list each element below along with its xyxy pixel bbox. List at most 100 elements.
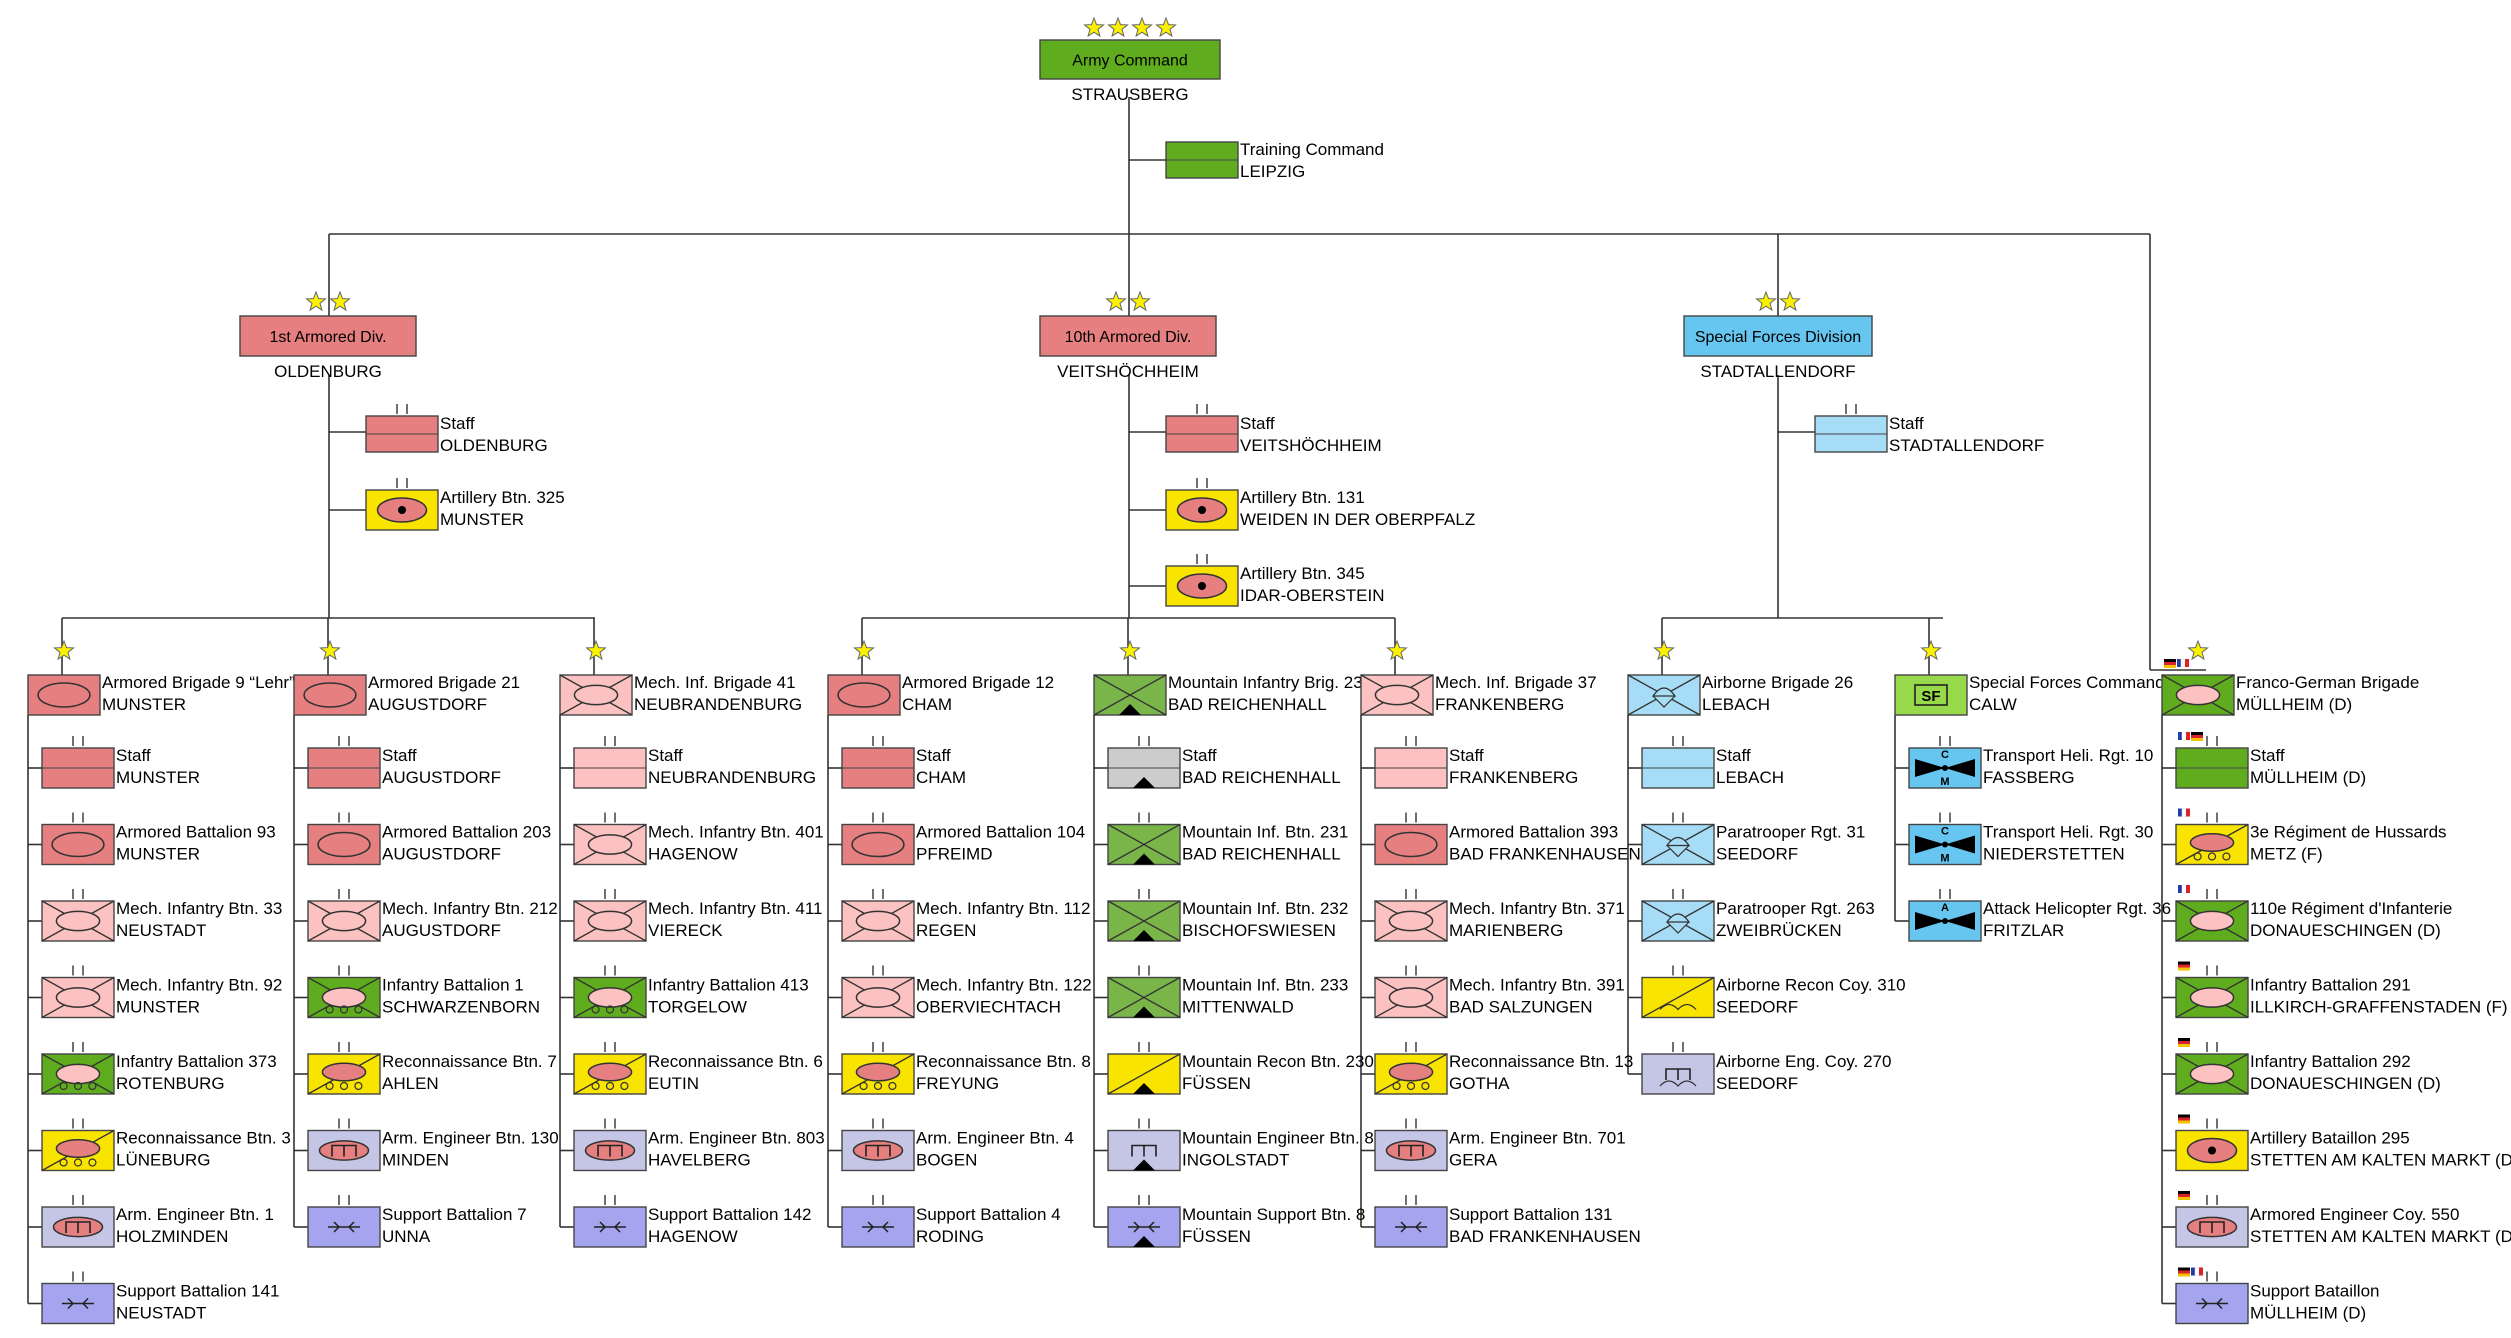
rotor-hub-icon xyxy=(1942,918,1948,924)
unit-name: Mountain Recon Btn. 230 xyxy=(1182,1052,1374,1071)
flag-germany-icon xyxy=(2178,1191,2190,1194)
flag-france-icon xyxy=(2181,731,2187,741)
flag-germany-icon xyxy=(2178,1270,2190,1274)
armor-oval-icon xyxy=(837,682,891,708)
unit-location: BAD REICHENHALL xyxy=(1182,768,1341,787)
wheel-icon xyxy=(2207,852,2217,861)
armor-oval-icon xyxy=(55,1063,101,1085)
unit-location: MUNSTER xyxy=(440,510,524,529)
flag-france-icon xyxy=(2199,1267,2203,1276)
artillery-dot-icon xyxy=(398,506,406,514)
flag-france-icon xyxy=(2185,659,2189,667)
unit-name: Franco-German Brigade xyxy=(2236,673,2419,692)
hq-location: STRAUSBERG xyxy=(1071,85,1188,104)
unit-location: STADTALLENDORF xyxy=(1889,436,2044,455)
unit-name: Arm. Engineer Btn. 803 xyxy=(648,1129,825,1148)
unit-name: Special Forces Command xyxy=(1969,673,2165,692)
armor-oval-icon xyxy=(2189,987,2235,1008)
unit-location: TORGELOW xyxy=(648,998,747,1017)
flag-france-icon xyxy=(2178,808,2182,817)
armor-oval-icon xyxy=(851,831,905,858)
unit-name: Mech. Infantry Btn. 411 xyxy=(648,899,823,918)
unit-location: CHAM xyxy=(916,768,966,787)
wheel-icon xyxy=(1406,1081,1416,1091)
engineer-bridge-icon xyxy=(331,1144,357,1157)
unit-location: STETTEN AM KALTEN MARKT (D) xyxy=(2250,1151,2511,1170)
unit-name: Staff xyxy=(382,746,417,765)
rotor-left-icon xyxy=(1915,759,1945,777)
unit-location: MINDEN xyxy=(382,1151,449,1170)
unit-location: HAGENOW xyxy=(648,845,738,864)
unit-location: FÜSSEN xyxy=(1182,1227,1251,1246)
engineer-bridge-icon xyxy=(597,1144,623,1157)
unit-name: Mountain Inf. Btn. 232 xyxy=(1182,899,1348,918)
wheel-icon xyxy=(73,1158,83,1167)
hq-name: Special Forces Division xyxy=(1695,329,1861,346)
unit-location: FRANKENBERG xyxy=(1435,695,1564,714)
unit-location: BOGEN xyxy=(916,1151,977,1170)
symbol-letter: M xyxy=(1940,853,1949,865)
armor-oval-icon xyxy=(321,910,367,932)
hq-box xyxy=(239,315,417,357)
unit-name: Artillery Btn. 131 xyxy=(1240,488,1365,507)
rank-star-icon xyxy=(1779,290,1801,312)
engineer-bridge-icon xyxy=(65,1221,91,1233)
flag-germany-icon xyxy=(2178,961,2190,965)
unit-name: Infantry Battalion 292 xyxy=(2250,1052,2411,1071)
unit-location: LEIPZIG xyxy=(1240,162,1305,181)
unit-location: IDAR-OBERSTEIN xyxy=(1240,586,1385,605)
unit-name: Armored Battalion 93 xyxy=(116,823,276,842)
rank-star-icon xyxy=(1105,290,1127,312)
flag-germany-icon xyxy=(2164,659,2176,662)
unit-name: Armored Engineer Coy. 550 xyxy=(2250,1205,2459,1224)
unit-location: MUNSTER xyxy=(116,998,200,1017)
unit-name: Mech. Infantry Btn. 92 xyxy=(116,976,282,995)
wheel-icon xyxy=(59,1158,68,1167)
unit-name: Reconnaissance Btn. 6 xyxy=(648,1052,823,1071)
unit-location: METZ (F) xyxy=(2250,845,2323,864)
airborne-wings-icon xyxy=(1659,1080,1697,1087)
flag-germany-icon xyxy=(2178,1194,2190,1197)
unit-name: Support Bataillon xyxy=(2250,1282,2379,1301)
wheel-icon xyxy=(1421,1081,1430,1091)
unit-location: UNNA xyxy=(382,1227,431,1246)
flag-france-icon xyxy=(2191,1267,2195,1276)
rotor-hub-icon xyxy=(1942,765,1948,771)
armor-oval-icon xyxy=(2189,910,2235,932)
unit-location: SEEDORF xyxy=(1716,998,1798,1017)
unit-name: Paratrooper Rgt. 263 xyxy=(1716,899,1875,918)
parachute-icon xyxy=(1665,913,1691,934)
rank-star-icon xyxy=(853,639,875,661)
hq-name: 1st Armored Div. xyxy=(269,329,386,346)
unit-name: Transport Heli. Rgt. 30 xyxy=(1983,823,2153,842)
wheel-icon xyxy=(354,1081,363,1091)
flag-france-icon xyxy=(2178,732,2182,740)
infantry-cross-icon xyxy=(1107,976,1181,1019)
recon-slash-icon xyxy=(1107,1053,1181,1095)
unit-name: Mech. Infantry Btn. 212 xyxy=(382,899,558,918)
artillery-dot-icon xyxy=(2208,1146,2216,1155)
unit-name: Armored Brigade 12 xyxy=(902,673,1054,692)
unit-name: Infantry Battalion 291 xyxy=(2250,976,2411,995)
unit-name: Mountain Infantry Brig. 23 xyxy=(1168,673,1363,692)
infantry-cross-icon xyxy=(1107,823,1181,866)
unit-location: BAD SALZUNGEN xyxy=(1449,998,1593,1017)
